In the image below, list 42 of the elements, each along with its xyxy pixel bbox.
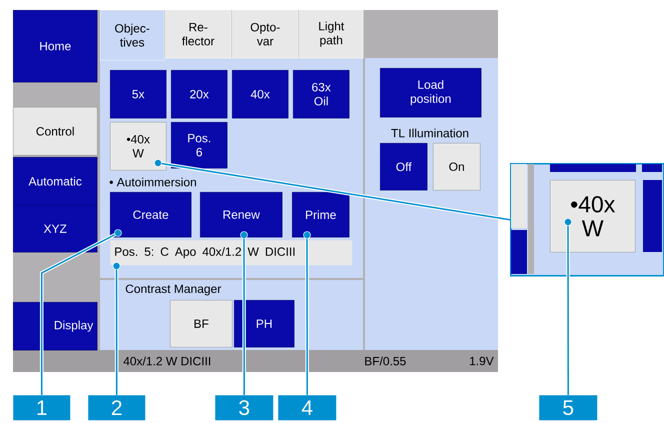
status-text: 40x/1.2 W DICIII: [124, 356, 210, 366]
menu-button: Home: [13, 10, 98, 82]
toggle-button: Off: [380, 143, 428, 190]
tab: Light path: [299, 10, 364, 58]
leader-line: [240, 231, 248, 395]
tab: Objec- tives: [100, 10, 164, 60]
position-field: Pos. 5: C Apo 40x/1.2 W DICIII: [110, 240, 352, 266]
objective-button: 40x: [232, 70, 288, 118]
tab: Opto- var: [232, 10, 298, 58]
callout-number: 4: [278, 395, 336, 420]
leader-line: [303, 231, 311, 395]
action-button: Create: [110, 192, 192, 238]
menu-button: XYZ: [13, 205, 98, 252]
callout-number: 3: [215, 395, 274, 420]
leader-line: [154, 159, 510, 222]
callout-number: 1: [13, 395, 70, 420]
action-button: Prime: [292, 192, 350, 238]
contrast-button: PH: [234, 300, 294, 348]
callout-number: 5: [539, 395, 598, 420]
option-label: • Autoimmersion: [110, 178, 196, 186]
leader-line: [40, 229, 122, 395]
menu-button: Automatic: [13, 157, 98, 206]
leader-line: [564, 218, 572, 395]
section-label: TL Illumination: [391, 128, 468, 138]
objective-button: •40x W: [110, 122, 166, 170]
toggle-button: On: [433, 143, 480, 190]
objective-button: 5x: [110, 70, 166, 118]
menu-button: Display: [13, 302, 98, 350]
leader-line: [112, 262, 120, 395]
objective-button: •40x W: [550, 180, 636, 252]
objective-button: 20x: [171, 70, 228, 118]
menu-button: Control: [13, 107, 98, 156]
action-button: Renew: [200, 192, 282, 238]
objective-button: 63x Oil: [293, 70, 350, 118]
callout-number: 2: [88, 395, 146, 420]
contrast-button: BF: [170, 300, 232, 348]
tab: Re- flector: [165, 10, 232, 58]
status-text: BF/0.55: [365, 356, 406, 366]
section-label: Contrast Manager: [126, 284, 222, 296]
objective-button: Pos. 6: [171, 122, 228, 168]
status-text: 1.9V: [470, 356, 494, 366]
load-button: Load position: [380, 68, 482, 118]
